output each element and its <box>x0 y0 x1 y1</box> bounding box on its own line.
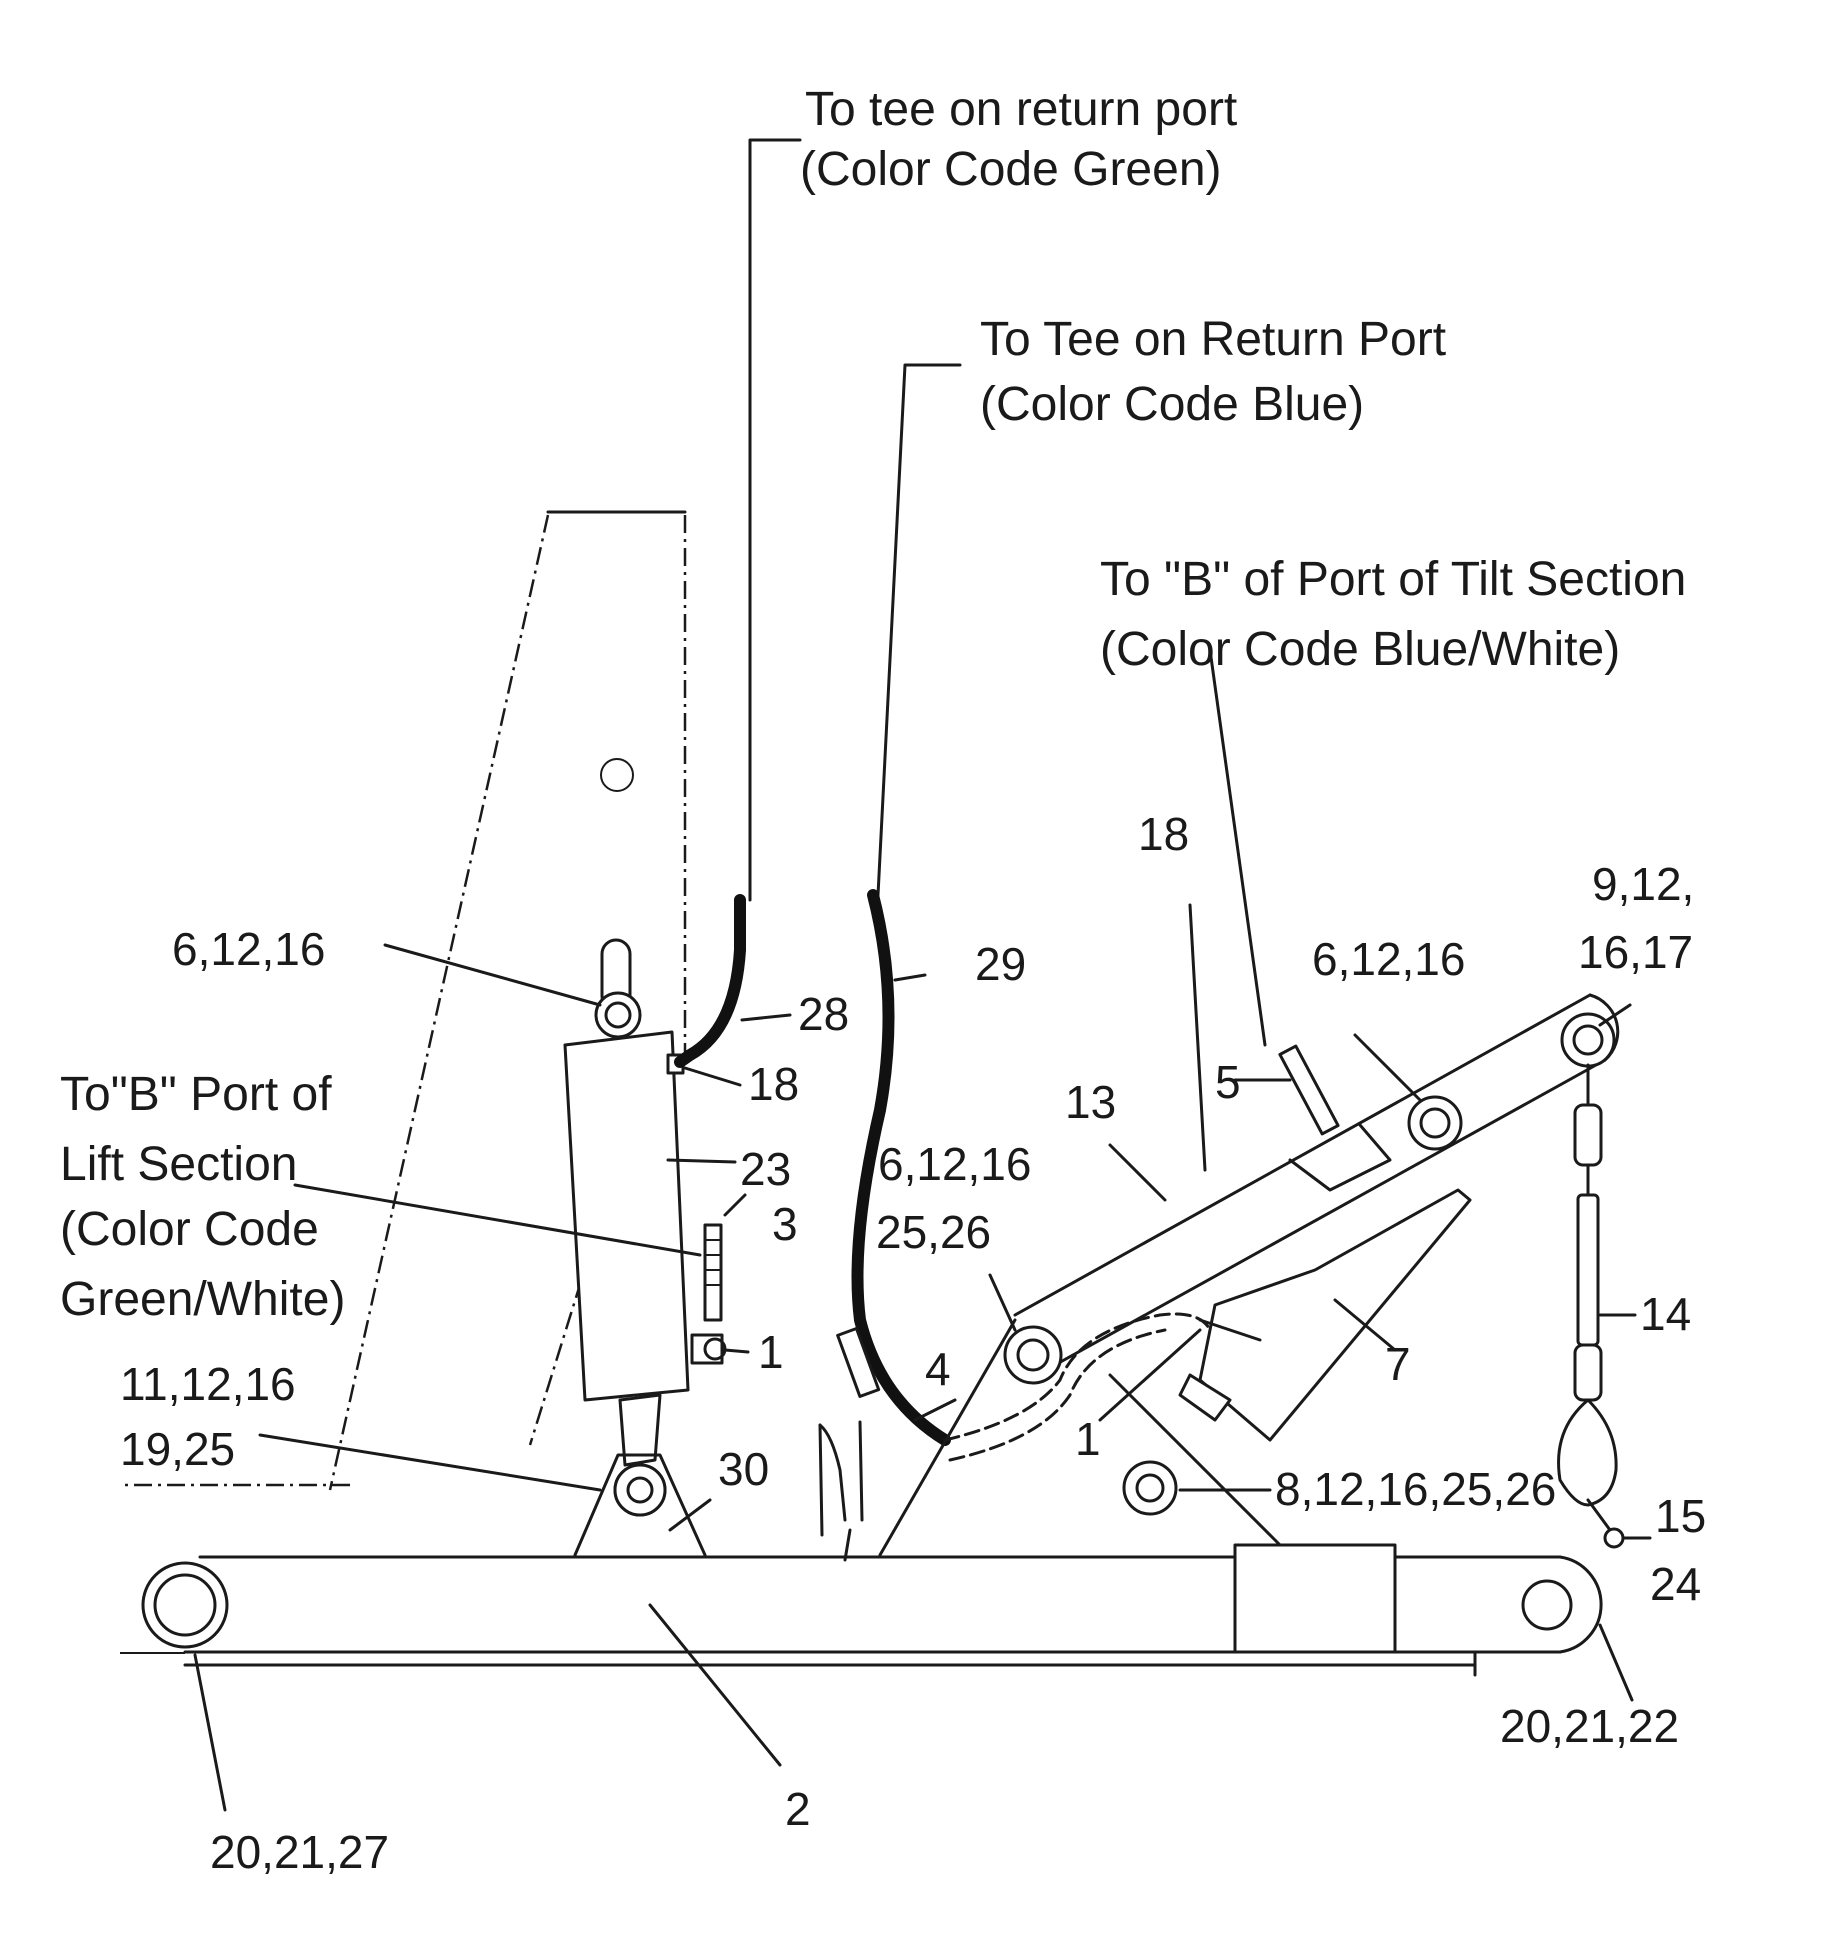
callout-2: 2 <box>785 1783 811 1835</box>
hoses <box>674 138 1212 1462</box>
callout-5: 5 <box>1215 1056 1241 1108</box>
callout-13: 13 <box>1065 1076 1116 1128</box>
callout-8-12: 8,12,16,25,26 <box>1275 1463 1556 1515</box>
callout-7: 7 <box>1385 1338 1411 1390</box>
callout-14: 14 <box>1640 1288 1691 1340</box>
callout-23: 23 <box>740 1143 791 1195</box>
callout-6-12-16-left: 6,12,16 <box>172 923 325 975</box>
callout-20-21-27: 20,21,27 <box>210 1826 389 1878</box>
callout-6-12-16-right: 6,12,16 <box>1312 933 1465 985</box>
callout-4: 4 <box>925 1343 951 1395</box>
lift-cylinder <box>563 938 727 1517</box>
callout-30: 30 <box>718 1443 769 1495</box>
leader-lines <box>193 648 1652 1812</box>
boom <box>878 993 1620 1557</box>
tilt-b-label-1: To "B" of Port of Tilt Section <box>1100 553 1686 606</box>
return-blue-label-2: (Color Code Blue) <box>980 378 1364 431</box>
callout-25-26: 25,26 <box>876 1206 991 1258</box>
callout-11-12-16: 11,12,16 <box>120 1358 296 1410</box>
lift-b-label-4: Green/White) <box>60 1273 345 1326</box>
callout-3: 3 <box>772 1198 798 1250</box>
labels: To tee on return port (Color Code Green)… <box>60 83 1706 1878</box>
base-leg <box>120 1420 1603 1677</box>
callout-29: 29 <box>975 938 1026 990</box>
callout-18-top: 18 <box>1138 808 1189 860</box>
callout-9-12: 9,12, <box>1592 858 1694 910</box>
callout-28: 28 <box>798 988 849 1040</box>
callout-6-12-16-mid: 6,12,16 <box>878 1138 1031 1190</box>
callout-24: 24 <box>1650 1558 1701 1610</box>
lift-b-label-1: To"B" Port of <box>60 1068 332 1121</box>
callout-20-21-22: 20,21,22 <box>1500 1700 1679 1752</box>
tilt-b-label-2: (Color Code Blue/White) <box>1100 623 1620 676</box>
callout-1-mid: 1 <box>1075 1413 1101 1465</box>
callout-1-left: 1 <box>758 1326 784 1378</box>
callout-15: 15 <box>1655 1490 1706 1542</box>
return-green-label-1: To tee on return port <box>805 83 1237 136</box>
lift-b-label-2: Lift Section <box>60 1138 297 1191</box>
lift-b-label-3: (Color Code <box>60 1203 319 1256</box>
return-green-label-2: (Color Code Green) <box>800 143 1222 196</box>
callout-16-17: 16,17 <box>1578 926 1693 978</box>
hoist-cable <box>1557 1063 1625 1549</box>
callout-19-25: 19,25 <box>120 1423 235 1475</box>
callout-18-left: 18 <box>748 1058 799 1110</box>
return-blue-label-1: To Tee on Return Port <box>980 313 1446 366</box>
tilt-cylinder <box>1178 1188 1472 1442</box>
